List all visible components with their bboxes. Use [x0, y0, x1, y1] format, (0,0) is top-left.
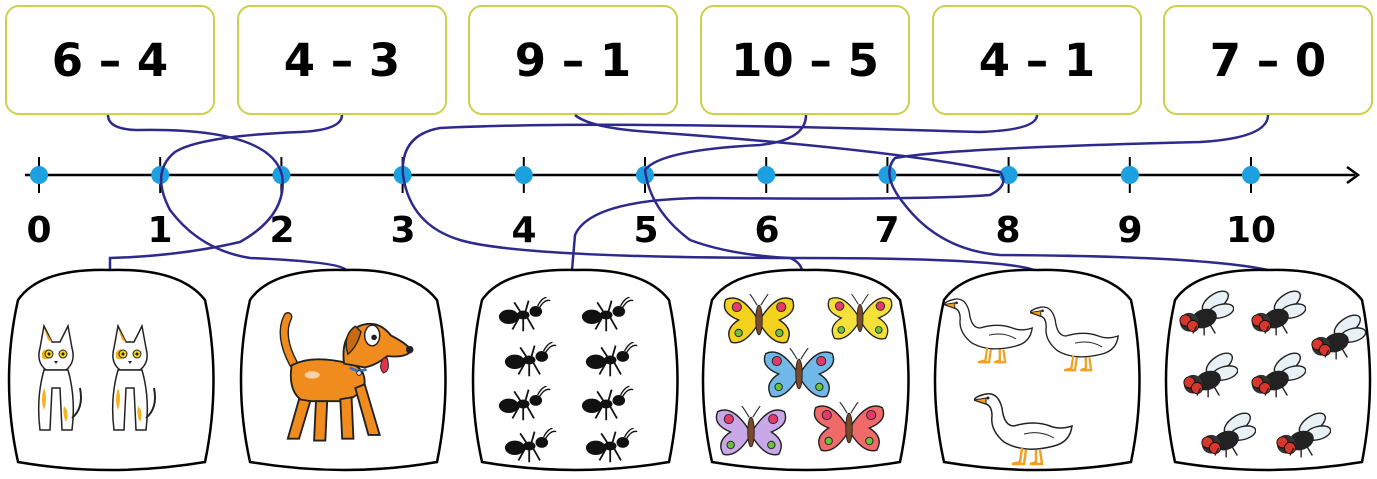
tick-label-7: 7	[874, 210, 900, 251]
connectors	[106, 114, 1270, 272]
expression-box-9-minus-1[interactable]: 9 – 1	[468, 5, 678, 115]
tick-label-10: 10	[1225, 210, 1277, 251]
number-point-7[interactable]	[878, 166, 897, 184]
expression-box-4-minus-1[interactable]: 4 – 1	[932, 5, 1142, 115]
expression-text: 10 – 5	[731, 33, 879, 87]
connector-expr-9-1	[570, 114, 1005, 271]
tick-label-5: 5	[633, 210, 659, 251]
connector-expr-7-0	[888, 114, 1270, 272]
expression-box-4-minus-3[interactable]: 4 – 3	[237, 5, 447, 115]
tick-label-3: 3	[390, 210, 416, 251]
expression-box-10-minus-5[interactable]: 10 – 5	[700, 5, 910, 115]
number-point-0[interactable]	[30, 166, 48, 184]
tick-label-4: 4	[511, 210, 537, 251]
tick-label-1: 1	[147, 210, 173, 251]
picture-card-dog[interactable]	[239, 268, 447, 472]
connector-expr-4-1	[401, 114, 1039, 272]
expression-text: 4 – 3	[283, 33, 401, 87]
connector-expr-6-4	[106, 114, 284, 270]
expression-text: 6 – 4	[51, 33, 169, 87]
tick-label-2: 2	[269, 210, 295, 251]
picture-card-flies[interactable]	[1164, 268, 1372, 472]
expression-box-7-minus-0[interactable]: 7 – 0	[1163, 5, 1373, 115]
number-point-4[interactable]	[514, 166, 533, 184]
expression-text: 9 – 1	[514, 33, 632, 87]
picture-card-geese[interactable]	[933, 268, 1141, 472]
tick-label-9: 9	[1117, 210, 1143, 251]
picture-card-butterflies[interactable]	[701, 268, 910, 472]
tick-label-0: 0	[26, 210, 52, 251]
number-point-6[interactable]	[757, 166, 776, 184]
number-line-arrow	[1346, 165, 1361, 185]
tick-label-6: 6	[754, 210, 780, 251]
picture-card-cats[interactable]	[7, 268, 215, 472]
connector-expr-4-3	[159, 114, 347, 271]
number-point-9[interactable]	[1120, 166, 1139, 184]
expression-text: 4 – 1	[978, 33, 1096, 87]
number-point-10[interactable]	[1242, 166, 1260, 184]
number-line	[25, 157, 1361, 193]
picture-card-ants[interactable]	[471, 268, 679, 472]
expression-text: 7 – 0	[1209, 33, 1327, 87]
tick-label-8: 8	[995, 210, 1021, 251]
expression-box-6-minus-4[interactable]: 6 – 4	[5, 5, 215, 115]
picture-cards	[7, 268, 1372, 472]
